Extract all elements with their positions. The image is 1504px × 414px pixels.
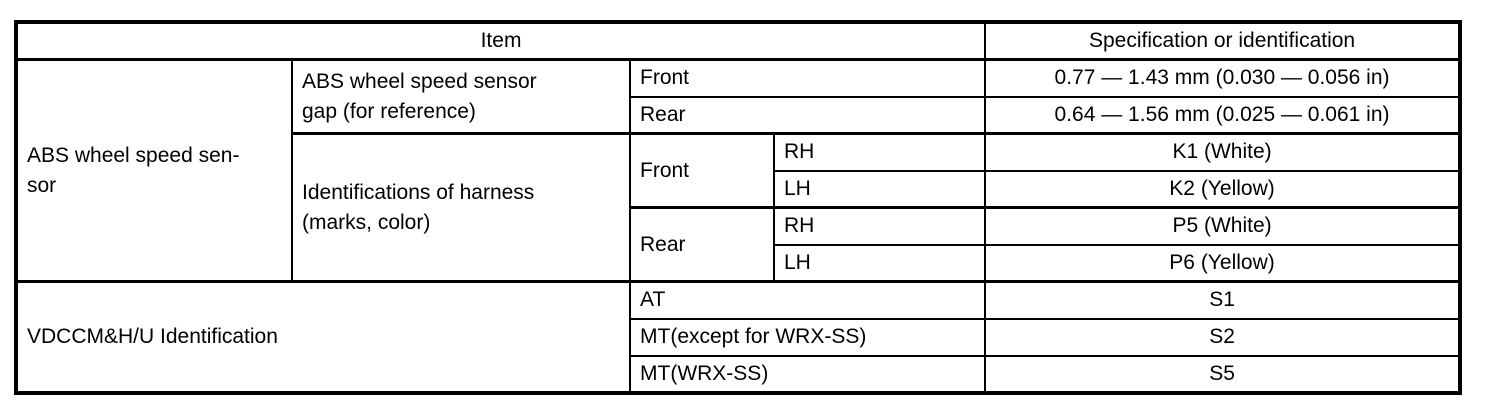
gap-rear-value-cell: 0.64 — 1.56 mm (0.025 — 0.061 in) bbox=[984, 95, 1462, 135]
harness-rear-rh-cell: RH bbox=[772, 206, 987, 246]
table-header-row: Item Specification or identification bbox=[14, 21, 1462, 61]
vdccm-label-cell: VDCCM&H/U Identification bbox=[15, 280, 631, 394]
gap-front-cell: Front bbox=[628, 58, 987, 98]
vdccm-mt-cell: MT(except for WRX-SS) bbox=[628, 317, 987, 357]
harness-rear-rh-value-cell: P5 (White) bbox=[984, 206, 1462, 246]
header-item-cell: Item bbox=[14, 21, 987, 61]
vdccm-mt-wrx-value-cell: S5 bbox=[984, 354, 1462, 394]
harness-front-rh-cell: RH bbox=[772, 132, 987, 172]
harness-front-lh-value-cell: K2 (Yellow) bbox=[984, 169, 1462, 209]
table-row: Rear 0.64 — 1.56 mm (0.025 — 0.061 in) bbox=[16, 95, 1462, 135]
table-row: Rear RH P5 (White) bbox=[16, 206, 1462, 283]
harness-rear-lh-cell: LH bbox=[772, 243, 987, 283]
table-row: ABS wheel speed sen- sor ABS wheel speed… bbox=[15, 58, 1462, 283]
harness-front-lh-cell: LH bbox=[772, 169, 987, 209]
harness-label-cell: Identifications of harness (marks, color… bbox=[291, 132, 631, 283]
table-row: LH K2 (Yellow) bbox=[16, 169, 1462, 209]
gap-front-value-cell: 0.77 — 1.43 mm (0.030 — 0.056 in) bbox=[984, 58, 1462, 98]
table-row: Identifications of harness (marks, color… bbox=[16, 132, 1462, 283]
table-row: VDCCM&H/U Identification AT S1 bbox=[15, 280, 1462, 394]
gap-label-cell: ABS wheel speed sensor gap (for referenc… bbox=[291, 58, 631, 135]
header-spec-cell: Specification or identification bbox=[984, 21, 1462, 61]
table-row: LH P6 (Yellow) bbox=[16, 243, 1462, 283]
abs-sensor-label-cell: ABS wheel speed sen- sor bbox=[15, 58, 293, 283]
vdccm-at-cell: AT bbox=[628, 280, 987, 320]
harness-front-cell: Front bbox=[629, 132, 775, 209]
gap-rear-cell: Rear bbox=[628, 95, 987, 135]
specification-table: Item Specification or identification ABS… bbox=[14, 20, 1463, 395]
harness-front-rh-value-cell: K1 (White) bbox=[984, 132, 1462, 172]
vdccm-mt-value-cell: S2 bbox=[984, 317, 1462, 357]
table-row: MT(WRX-SS) S5 bbox=[16, 354, 1462, 394]
harness-rear-cell: Rear bbox=[629, 206, 775, 283]
vdccm-at-value-cell: S1 bbox=[984, 280, 1462, 320]
vdccm-mt-wrx-cell: MT(WRX-SS) bbox=[628, 354, 987, 394]
table-row: MT(except for WRX-SS) S2 bbox=[16, 317, 1462, 357]
harness-rear-lh-value-cell: P6 (Yellow) bbox=[984, 243, 1462, 283]
